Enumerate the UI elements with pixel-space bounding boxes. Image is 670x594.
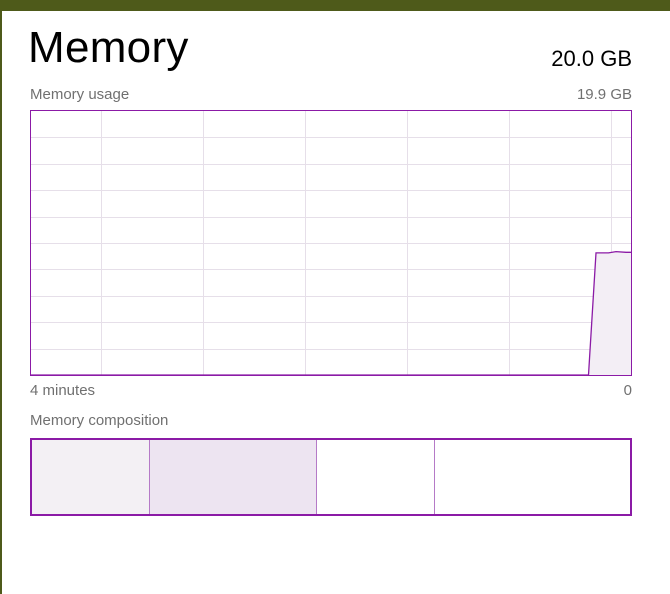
composition-segment-modified[interactable]: [148, 440, 317, 514]
total-memory: 20.0 GB: [551, 46, 632, 71]
memory-usage-chart: [31, 111, 631, 375]
composition-segment-in-use[interactable]: [32, 440, 149, 514]
composition-segment-standby[interactable]: [316, 440, 434, 514]
composition-segment-free[interactable]: [433, 440, 630, 514]
memory-usage-label: Memory usage: [30, 86, 130, 103]
usage-line: [31, 250, 631, 375]
time-range-label: 4 minutes: [30, 382, 96, 399]
time-zero-label: 0: [623, 382, 632, 399]
memory-usage-max: 19.9 GB: [576, 86, 632, 103]
memory-usage-graph[interactable]: [30, 110, 632, 376]
page-title: Memory: [28, 23, 189, 72]
usage-area: [31, 251, 631, 375]
memory-composition-bar[interactable]: [30, 438, 632, 516]
memory-composition-label: Memory composition: [30, 412, 169, 429]
